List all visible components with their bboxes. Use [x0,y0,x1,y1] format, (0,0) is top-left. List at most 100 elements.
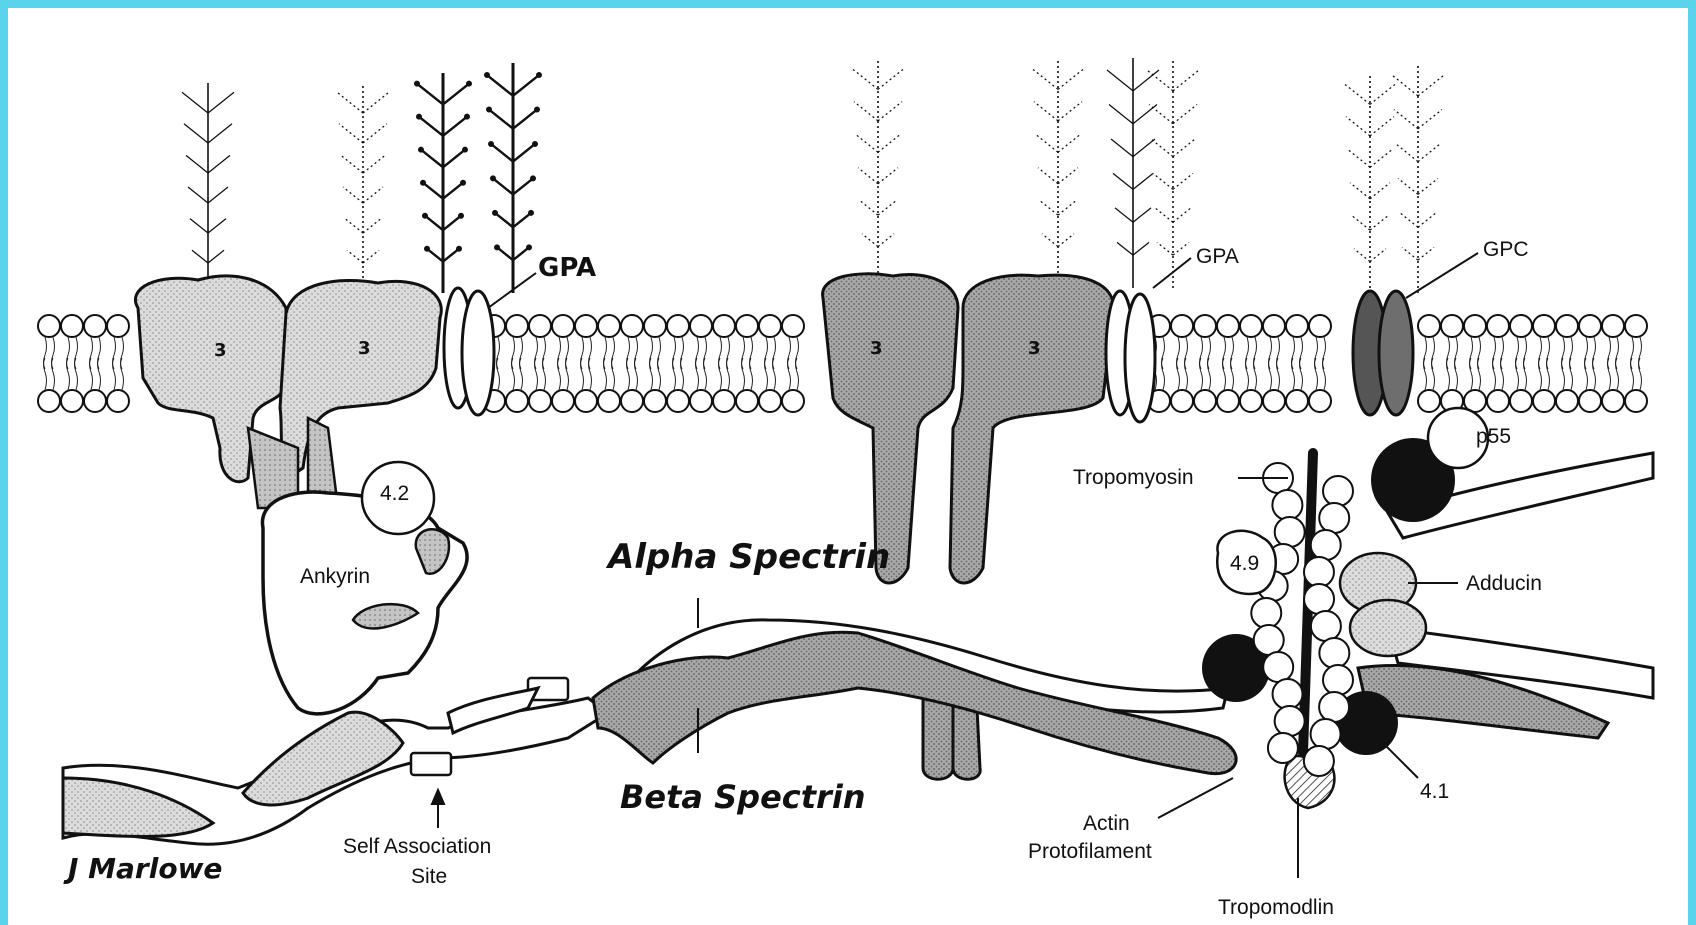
lipid-head [1418,390,1440,412]
gpa-right-label: GPA [1196,245,1239,268]
lipid-head [1625,390,1647,412]
lipid-head [1510,315,1532,337]
lipid-head [736,390,758,412]
lipid-head [575,315,597,337]
actin-monomer [1272,490,1302,520]
tropomyosin-label: Tropomyosin [1073,466,1194,489]
lipid-head [1309,390,1331,412]
lipid-head [759,390,781,412]
actin-monomer [1311,719,1341,749]
actin-monomer [1251,598,1281,628]
lipid-head [690,315,712,337]
diagram-frame: 3 3 GPA 3 3 GPA GPC Ankyrin [8,8,1688,925]
lipid-head [1286,315,1308,337]
lipid-head [1194,315,1216,337]
lipid-head [598,315,620,337]
lipid-head [1263,390,1285,412]
lipid-head [667,390,689,412]
band3-label: 3 [1028,338,1041,359]
band3-label: 3 [214,340,227,361]
lipid-head [529,315,551,337]
lipid-head [1217,390,1239,412]
ankyrin: Ankyrin [262,492,467,714]
band3-label: 3 [870,338,883,359]
lipid-head [1171,390,1193,412]
actin-monomer [1323,476,1353,506]
actin-monomer [1304,584,1334,614]
lipid-head [1194,390,1216,412]
gpc-label: GPC [1483,238,1529,261]
actin-monomer [1263,652,1293,682]
actin-monomer [1304,557,1334,587]
lipid-head [644,315,666,337]
lipid-head [1441,315,1463,337]
lipid-head [529,390,551,412]
lipid-head [713,390,735,412]
lipid-head [84,390,106,412]
lipid-head [1464,315,1486,337]
lipid-head [38,390,60,412]
junctional-complex: p55 4.9 [1202,408,1511,808]
lipid-head [759,315,781,337]
protein-4-9-label: 4.9 [1230,552,1259,575]
lipid-head [107,390,129,412]
actin-monomer [1304,746,1334,776]
lipid-head [644,390,666,412]
protein-4-2: 4.2 [362,462,434,534]
actin-monomer [1311,611,1341,641]
actin-label-line1: Actin [1083,812,1130,835]
lipid-head [1487,390,1509,412]
lipid-head [38,315,60,337]
actin-monomer [1319,638,1349,668]
actin-monomer [1268,733,1298,763]
alpha-spectrin-label: Alpha Spectrin [605,537,890,577]
tropomodulin-label: Tropomodlin [1218,896,1334,919]
lipid-head [61,390,83,412]
lipid-head [621,315,643,337]
lipid-head [1309,315,1331,337]
lipid-head [621,390,643,412]
lipid-head [598,390,620,412]
lipid-head [1533,390,1555,412]
glycan-chains [182,58,1444,293]
actin-monomer [1254,625,1284,655]
lipid-head [782,315,804,337]
lipid-head [1533,315,1555,337]
lipid-head [782,390,804,412]
ankyrin-label: Ankyrin [300,565,370,588]
actin-monomer [1275,517,1305,547]
lipid-head [1286,390,1308,412]
lipid-head [1240,390,1262,412]
lipid-head [667,315,689,337]
lipid-head [1579,315,1601,337]
lipid-head [552,390,574,412]
actin-label-line2: Protofilament [1028,840,1152,863]
protein-4-1-label: 4.1 [1420,780,1449,803]
actin-monomer [1319,503,1349,533]
protein-4-2-label: 4.2 [380,482,409,505]
lipid-head [1217,315,1239,337]
lipid-head [61,315,83,337]
lipid-head [1579,390,1601,412]
lipid-head [1263,315,1285,337]
lipid-head [1487,315,1509,337]
actin-monomer [1273,679,1303,709]
lipid-head [1556,315,1578,337]
lipid-head [1510,390,1532,412]
adducin-label: Adducin [1466,572,1542,595]
lipid-head [552,315,574,337]
gpa-left-label: GPA [538,253,596,283]
lipid-head [84,315,106,337]
lipid-head [1625,315,1647,337]
self-association-label-line1: Self Association [343,835,491,858]
lipid-head [1602,390,1624,412]
lipid-head [1602,315,1624,337]
band3-label: 3 [358,338,371,359]
lipid-head [575,390,597,412]
lipid-head [506,315,528,337]
artist-signature: J Marlowe [63,852,222,885]
lipid-head [690,390,712,412]
lipid-head [506,390,528,412]
lipid-head [713,315,735,337]
beta-spectrin-label: Beta Spectrin [620,778,866,816]
